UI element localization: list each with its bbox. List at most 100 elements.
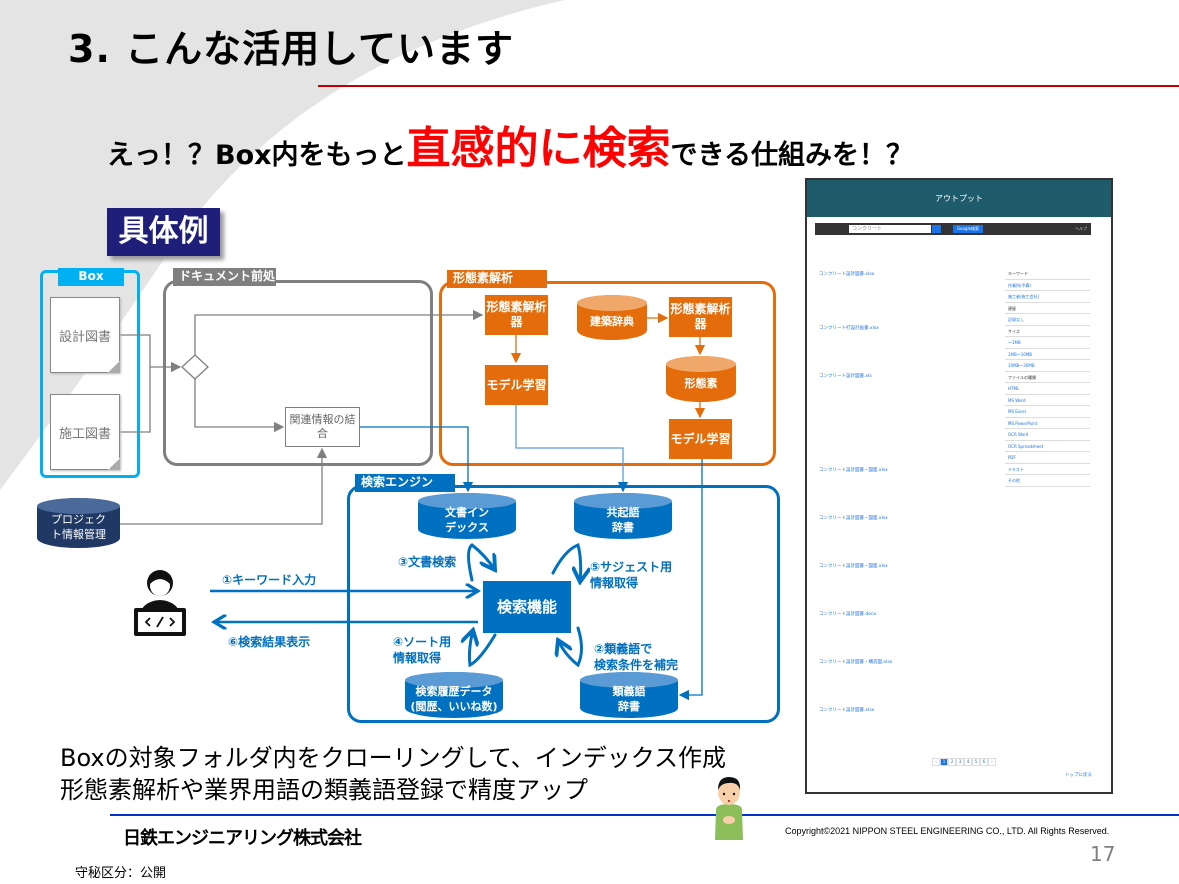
result-link-7[interactable]: コンクリート設計図書・構造図.xlsx xyxy=(819,660,893,665)
user-at-laptop-icon xyxy=(134,570,186,636)
search-history-label: 検索履歴データ(閲歴、いいね数) xyxy=(410,685,498,713)
synonym-dictionary: 類義語辞書 xyxy=(580,672,678,718)
slide-subtitle: えっ！？Box内をもっと 直感的に検索 できる仕組みを！？ xyxy=(107,112,913,176)
step1-label: ①キーワード入力 xyxy=(222,573,317,587)
step5-label-a: ⑤サジェスト用 xyxy=(590,560,673,574)
thinking-person-illustration xyxy=(715,777,743,840)
facet-item[interactable]: MS Word xyxy=(1005,395,1090,406)
page-2[interactable]: 2 xyxy=(948,758,956,766)
search-bar: コンクリート Google検索 ヘルプ xyxy=(815,223,1091,235)
architecture-dictionary: 建築辞典 xyxy=(577,295,647,340)
morph-group xyxy=(439,281,776,466)
app-header: アウトプット xyxy=(807,180,1111,217)
back-to-top-link[interactable]: トップに戻る xyxy=(1065,773,1092,778)
step2-label-a: ②類義語で xyxy=(594,642,653,656)
result-link-3[interactable]: コンクリート設計図書・図面.xlsx xyxy=(819,468,888,473)
step3-label: ③文書検索 xyxy=(398,555,457,569)
copyright: Copyright©2021 NIPPON STEEL ENGINEERING … xyxy=(785,826,1110,836)
slide-title: 3. こんな活用しています xyxy=(68,27,514,71)
facet-item[interactable]: 記録なし xyxy=(1005,314,1090,326)
result-link-4[interactable]: コンクリート設計図書・図面.xlsx xyxy=(819,516,888,521)
result-link-1[interactable]: コンクリート打設計画書.xlsx xyxy=(819,326,879,331)
facet-item[interactable]: HTML xyxy=(1005,383,1090,395)
step5-label-b: 情報取得 xyxy=(590,576,639,590)
search-app-screenshot: アウトプット コンクリート Google検索 ヘルプ コンクリート設計図書.xl… xyxy=(805,178,1113,794)
facet-heading: ファイルの種類 xyxy=(1005,372,1090,383)
construction-doc: 施工図書 xyxy=(50,394,120,470)
document-index-db: 文書インデックス xyxy=(418,493,516,539)
facet-item[interactable]: 10MB～30MB xyxy=(1005,360,1090,372)
help-link[interactable]: ヘルプ xyxy=(1075,226,1087,231)
model-learning-2: モデル学習 xyxy=(669,419,732,459)
morpheme-db-label: 形態素 xyxy=(684,376,718,390)
subtitle-pre: えっ！？Box内をもっと xyxy=(107,140,407,171)
step6-label: ⑥検索結果表示 xyxy=(228,635,311,649)
facet-item[interactable]: MS Excel xyxy=(1005,406,1090,418)
step4-label-b: 情報取得 xyxy=(393,651,442,665)
morph-group-label: 形態素解析 xyxy=(447,270,547,288)
preprocess-group xyxy=(163,280,433,466)
facet-item[interactable]: 作業所(予算) xyxy=(1005,280,1090,291)
facet-item[interactable]: OCR Spreadsheet xyxy=(1005,441,1090,452)
bottom-text-2: 形態素解析や業界用語の類義語登録で精度アップ xyxy=(60,776,588,804)
search-button[interactable] xyxy=(932,225,941,233)
result-link-2[interactable]: コンクリート設計図書.xls xyxy=(819,374,872,379)
design-doc: 設計図書 xyxy=(50,297,120,373)
box-group-label: Box xyxy=(58,268,124,286)
result-link-0[interactable]: コンクリート設計図書.xlsx xyxy=(819,272,875,277)
company-name: 日鉄エンジニアリング株式会社 xyxy=(123,828,362,849)
morph-analyzer-1: 形態素解析器 xyxy=(485,295,548,335)
page-3[interactable]: 3 xyxy=(956,758,964,766)
confidentiality-label: 守秘区分：公開 xyxy=(75,866,167,881)
facet-item[interactable]: テキスト xyxy=(1005,464,1090,475)
facet-heading: 建屋 xyxy=(1005,303,1090,314)
result-link-5[interactable]: コンクリート設計図書・図面.xlsx xyxy=(819,564,888,569)
facet-item[interactable]: 1MB～10MB xyxy=(1005,349,1090,360)
step2-label-b: 検索条件を補完 xyxy=(594,658,679,672)
search-history-db: 検索履歴データ(閲歴、いいね数) xyxy=(405,672,503,718)
synonym-dictionary-label: 類義語辞書 xyxy=(612,685,646,713)
project-info-db-label: プロジェクト情報管理 xyxy=(51,513,106,541)
facet-item[interactable]: OCR Word xyxy=(1005,429,1090,441)
bottom-text-1: Boxの対象フォルダ内をクローリングして、インデックス作成 xyxy=(60,744,726,772)
facet-item[interactable]: ～1MB xyxy=(1005,337,1090,349)
model-learning-1: モデル学習 xyxy=(485,365,548,405)
search-engine-group-label: 検索エンジン xyxy=(355,474,455,492)
page-number: 17 xyxy=(1090,842,1116,866)
facet-sidebar: キーワード 作業所(予算) 施工者(施工会社) 建屋 記録なし サイズ ～1MB… xyxy=(1005,268,1090,487)
facet-item[interactable]: MS PowerPoint xyxy=(1005,418,1090,429)
subtitle-post: できる仕組みを！？ xyxy=(670,140,914,171)
google-search-button[interactable]: Google検索 xyxy=(953,225,983,233)
page-4[interactable]: 4 xyxy=(964,758,972,766)
facet-item[interactable]: 施工者(施工会社) xyxy=(1005,291,1090,303)
example-label: 具体例 xyxy=(107,208,220,256)
facet-item[interactable]: PDF xyxy=(1005,452,1090,464)
page-5[interactable]: 5 xyxy=(972,758,980,766)
search-engine-group xyxy=(347,485,780,723)
morpheme-db: 形態素 xyxy=(666,356,736,402)
search-function-box: 検索機能 xyxy=(483,581,571,633)
facet-heading: キーワード xyxy=(1005,268,1090,280)
page-6[interactable]: 6 xyxy=(980,758,988,766)
result-link-8[interactable]: コンクリート設計図書.xlsx xyxy=(819,708,875,713)
architecture-dictionary-label: 建築辞典 xyxy=(590,315,634,328)
facet-heading: サイズ xyxy=(1005,326,1090,337)
subtitle-emphasis: 直感的に検索 xyxy=(406,123,671,174)
search-input[interactable]: コンクリート xyxy=(849,225,931,233)
page-prev[interactable]: ‹ xyxy=(932,758,940,766)
cooccurrence-dictionary: 共起語辞書 xyxy=(574,493,672,539)
page-next[interactable]: › xyxy=(988,758,996,766)
preprocess-group-label: ドキュメント前処理 xyxy=(173,268,276,300)
result-link-6[interactable]: コンクリート設計図書.docx xyxy=(819,612,877,617)
page-1[interactable]: 1 xyxy=(940,758,948,766)
project-info-db: プロジェクト情報管理 xyxy=(37,498,120,548)
cooccurrence-dictionary-label: 共起語辞書 xyxy=(606,506,640,534)
morph-analyzer-2: 形態素解析器 xyxy=(669,297,732,337)
title-underline xyxy=(318,85,1179,87)
pagination: ‹ 1 2 3 4 5 6 › xyxy=(932,758,996,766)
step4-label-a: ④ソート用 xyxy=(393,635,452,649)
facet-item[interactable]: その他 xyxy=(1005,475,1090,487)
document-index-label: 文書インデックス xyxy=(445,506,489,534)
